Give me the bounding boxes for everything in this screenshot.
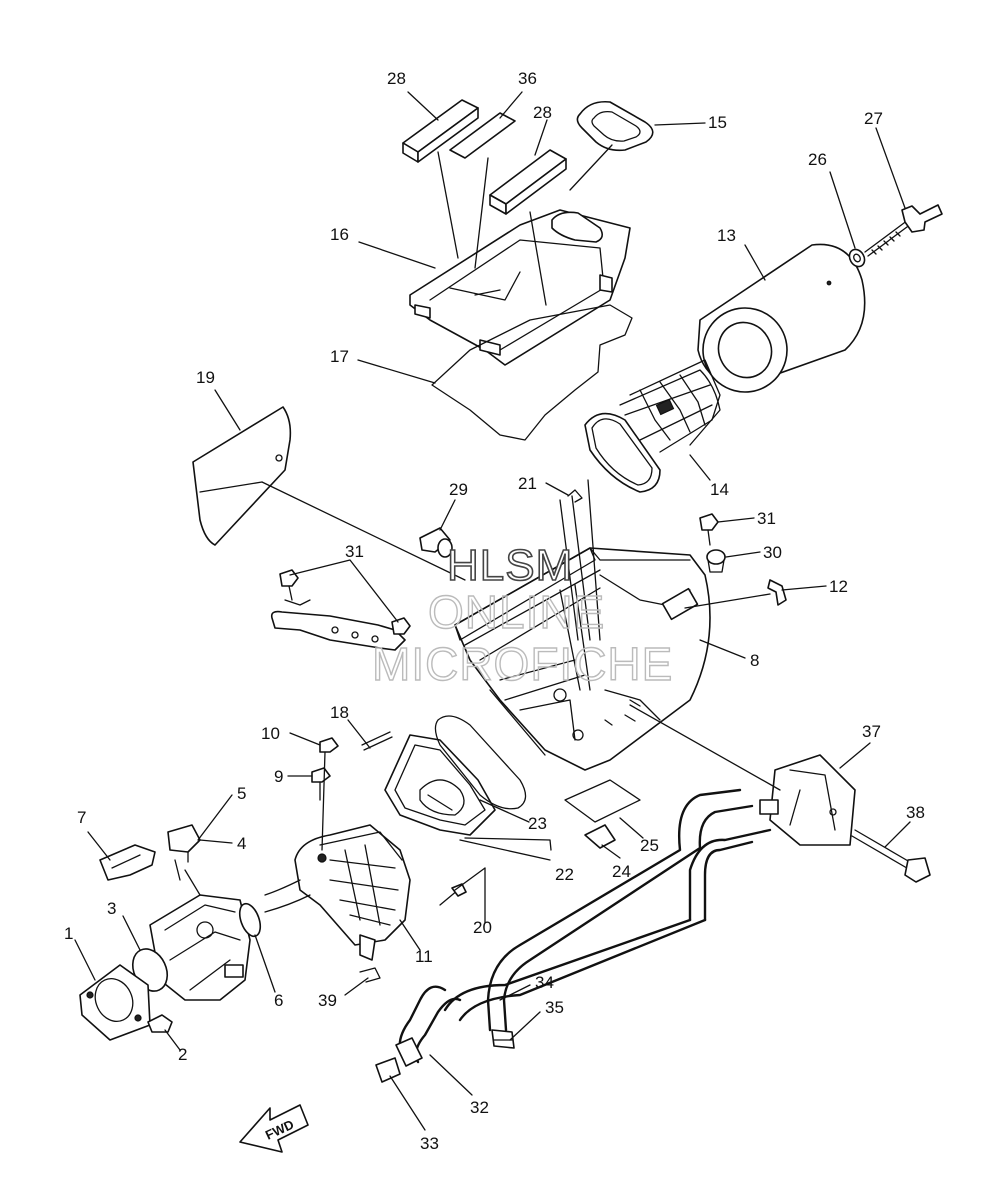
callout-11: 11 [415, 947, 433, 966]
callout-28a: 28 [387, 69, 406, 88]
grommet-29 [419, 527, 453, 558]
callout-35: 32 [470, 1098, 489, 1117]
callout-21: 21 [518, 474, 537, 493]
duct-flange-23 [384, 734, 496, 836]
callout-10: 10 [261, 724, 280, 743]
bolt-10 [319, 737, 339, 753]
callout-31-left: 31 [345, 542, 364, 561]
watermark: HLSM ONLINE MICROFICHE [371, 540, 673, 691]
clip-21 [567, 489, 583, 503]
callout-16: 16 [330, 225, 349, 244]
callout-18: 18 [330, 703, 349, 722]
foam-block-28-right [489, 149, 567, 215]
callout-24: 24 [612, 862, 631, 881]
callout-29: 29 [449, 480, 468, 499]
watermark-line3: MICROFICHE [372, 638, 673, 690]
callout-5: 5 [237, 784, 246, 803]
callout-22: 22 [555, 865, 574, 884]
air-box-cover-16 [409, 209, 631, 366]
wing-bolt-27 [864, 204, 943, 257]
callout-2: 2 [178, 1045, 187, 1064]
damper-18 [361, 731, 393, 751]
callout-36: 33 [420, 1134, 439, 1153]
clip-12 [767, 579, 787, 606]
plate-19 [192, 406, 292, 546]
gasket-17 [431, 304, 633, 441]
callout-39: 39 [318, 991, 337, 1010]
callout-15: 15 [708, 113, 727, 132]
bolt-34 [851, 829, 931, 883]
callout-19: 19 [196, 368, 215, 387]
callout-32: 36 [518, 69, 537, 88]
element-frame-14 [584, 359, 721, 493]
bolt-9 [311, 767, 331, 801]
bracket-left [270, 599, 406, 651]
bolt-31-right [699, 513, 719, 546]
clamp-38 [491, 1029, 515, 1049]
hose-37 [443, 788, 772, 1032]
callout-34: 38 [906, 803, 925, 822]
bolt-31-left-a [279, 569, 299, 601]
cover-7 [99, 844, 156, 881]
callout-28b: 28 [533, 103, 552, 122]
callout-38: 35 [545, 998, 564, 1017]
callout-20: 20 [473, 918, 492, 937]
callout-14: 14 [710, 480, 729, 499]
clamp-36 [375, 1057, 401, 1083]
bolt-31-left-b [391, 617, 411, 635]
callout-37: 34 [535, 973, 554, 992]
sensor-4 [167, 824, 201, 853]
callout-3: 3 [107, 899, 116, 918]
callout-13: 13 [717, 226, 736, 245]
seal-ring-15 [576, 100, 654, 152]
callout-17: 17 [330, 347, 349, 366]
callout-7: 7 [77, 808, 86, 827]
throttle-body [149, 894, 251, 1001]
breather-box-33 [759, 754, 856, 846]
callout-27: 27 [864, 109, 883, 128]
callout-9: 9 [274, 767, 283, 786]
foam-block-28-left [402, 99, 479, 163]
callout-23: 23 [528, 814, 547, 833]
watermark-line1: HLSM [447, 541, 573, 590]
callout-8: 8 [750, 651, 759, 670]
callout-33: 37 [862, 722, 881, 741]
watermark-line2: ONLINE [428, 586, 605, 638]
callout-12: 12 [829, 577, 848, 596]
intake-silencer-11 [294, 824, 411, 961]
screen-25 [564, 779, 641, 823]
fwd-arrow-icon: FWD [239, 1104, 309, 1153]
rivet-20 [439, 883, 467, 906]
seal-ring-22 [434, 715, 527, 810]
hose-35 [395, 985, 462, 1067]
bolt-2 [147, 1014, 173, 1033]
callout-6: 6 [274, 991, 283, 1010]
hose-clamp-39 [359, 967, 381, 983]
callout-31-right: 31 [757, 509, 776, 528]
foam-pad-32 [449, 112, 516, 159]
callout-labels: 28 36 28 15 27 26 13 16 17 19 14 21 29 3… [64, 69, 925, 1153]
callout-25: 25 [640, 836, 659, 855]
collar-30 [706, 549, 726, 573]
callout-30: 30 [763, 543, 782, 562]
callout-26: 26 [808, 150, 827, 169]
leader-lines [74, 91, 911, 1131]
washer-26 [848, 248, 866, 268]
callout-1: 1 [64, 924, 73, 943]
callout-4: 4 [237, 834, 246, 853]
holder-24 [584, 824, 616, 849]
